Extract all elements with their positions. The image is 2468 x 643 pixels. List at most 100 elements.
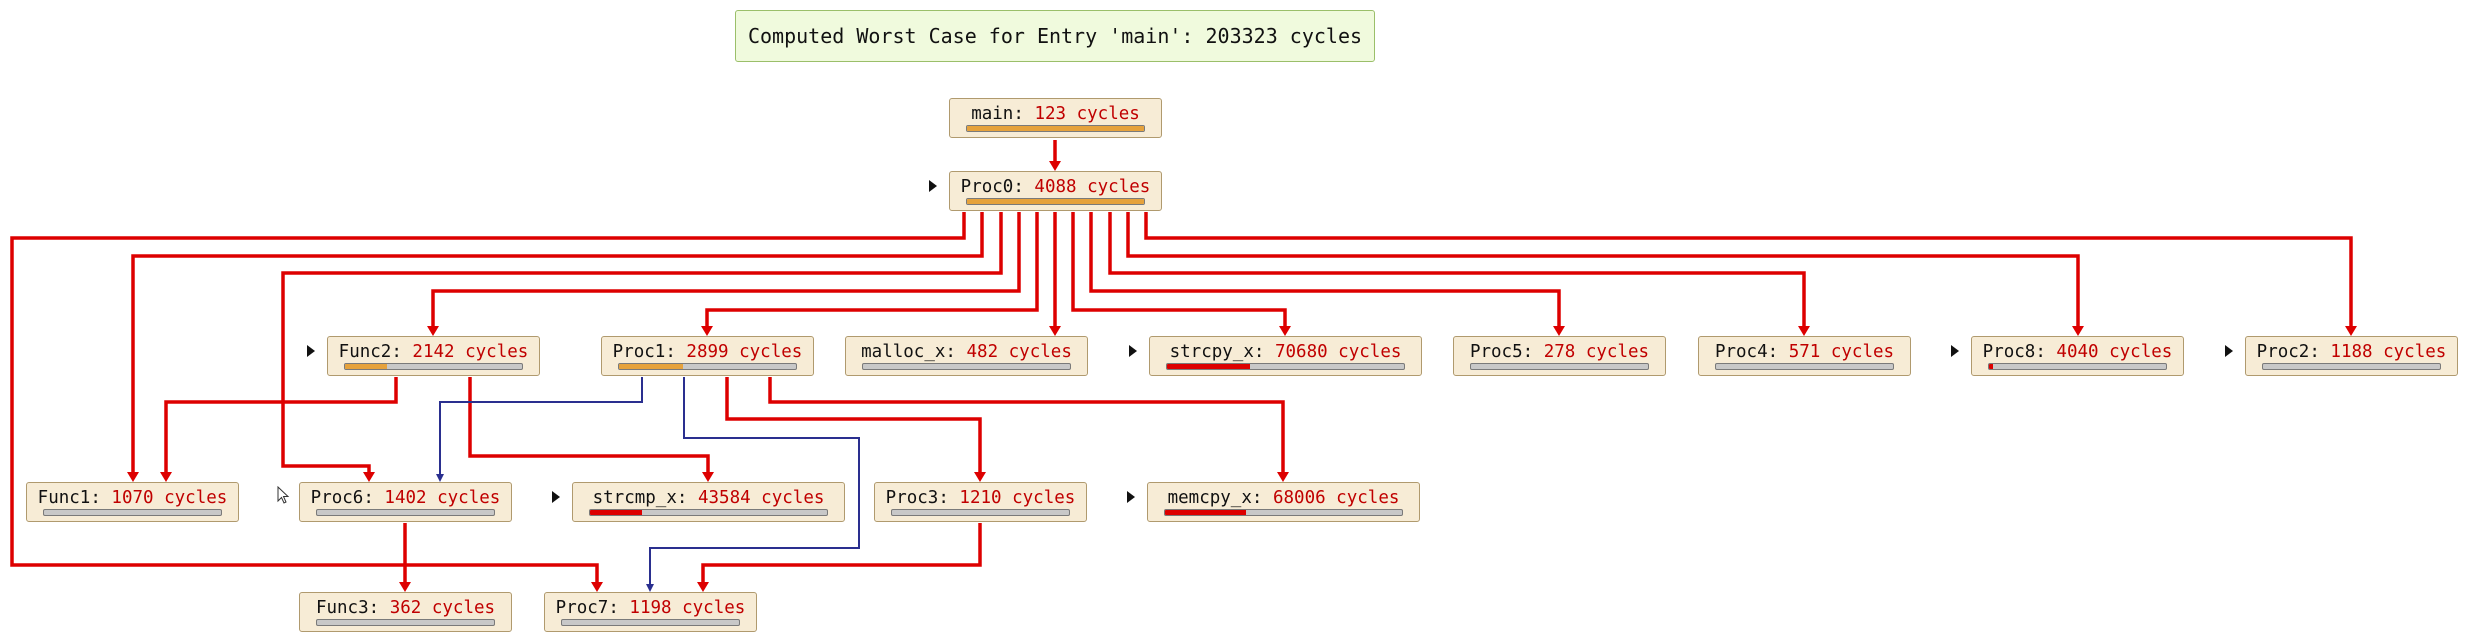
expand-arrow-icon[interactable]	[929, 180, 937, 192]
function-name: Proc4	[1714, 342, 1768, 362]
function-node-proc1[interactable]: Proc1: 2899 cycles	[601, 336, 814, 376]
expand-arrow-icon[interactable]	[552, 491, 560, 503]
function-node-proc7[interactable]: Proc7: 1198 cycles	[544, 592, 757, 632]
cost-share-fill	[967, 199, 1144, 204]
edge-arrowhead	[2072, 326, 2084, 336]
cycle-count: 1402 cycles	[384, 488, 501, 508]
cost-share-bar	[589, 509, 828, 516]
node-label: Proc3: 1210 cycles	[885, 488, 1076, 508]
cycle-count: 1198 cycles	[629, 598, 746, 618]
cycle-count: 482 cycles	[966, 342, 1072, 362]
cost-share-fill	[1167, 364, 1250, 369]
node-label: Proc5: 278 cycles	[1469, 342, 1650, 362]
node-label: Proc2: 1188 cycles	[2256, 342, 2447, 362]
cycle-count: 43584 cycles	[697, 488, 825, 508]
cost-share-fill	[345, 364, 388, 369]
function-node-memcpy_x[interactable]: memcpy_x: 68006 cycles	[1147, 482, 1420, 522]
cost-share-bar	[1715, 363, 1894, 370]
cost-share-bar	[1164, 509, 1403, 516]
call-edge	[431, 212, 1021, 326]
edge-arrowhead	[1553, 326, 1565, 336]
function-node-strcmp_x[interactable]: strcmp_x: 43584 cycles	[572, 482, 845, 522]
node-label: strcpy_x: 70680 cycles	[1169, 342, 1402, 362]
call-edge	[705, 212, 1039, 326]
edge-arrowhead	[160, 472, 172, 482]
function-name: Proc0	[960, 177, 1014, 197]
node-label: Proc6: 1402 cycles	[310, 488, 501, 508]
cost-share-bar	[862, 363, 1071, 370]
node-label: strcmp_x: 43584 cycles	[592, 488, 825, 508]
function-node-proc3[interactable]: Proc3: 1210 cycles	[874, 482, 1087, 522]
function-node-proc4[interactable]: Proc4: 571 cycles	[1698, 336, 1911, 376]
cycle-count: 1070 cycles	[111, 488, 228, 508]
function-node-proc5[interactable]: Proc5: 278 cycles	[1453, 336, 1666, 376]
cycle-count: 2899 cycles	[686, 342, 803, 362]
cost-share-bar	[561, 619, 740, 626]
function-name: Proc7	[555, 598, 609, 618]
cycle-count: 1188 cycles	[2330, 342, 2447, 362]
cycle-count: 571 cycles	[1788, 342, 1895, 362]
function-name: Func1	[37, 488, 91, 508]
edge-arrowhead	[1279, 326, 1291, 336]
expand-arrow-icon[interactable]	[1129, 345, 1137, 357]
cycle-count: 68006 cycles	[1272, 488, 1400, 508]
edge-arrowhead	[646, 584, 654, 592]
function-node-func2[interactable]: Func2: 2142 cycles	[327, 336, 540, 376]
cost-share-bar	[1166, 363, 1405, 370]
edge-arrowhead	[974, 472, 986, 482]
edge-arrowhead	[363, 472, 375, 482]
function-node-proc2[interactable]: Proc2: 1188 cycles	[2245, 336, 2458, 376]
cost-share-fill	[967, 126, 1144, 131]
cost-share-bar	[43, 509, 222, 516]
function-name: Proc6	[310, 488, 364, 508]
function-node-proc8[interactable]: Proc8: 4040 cycles	[1971, 336, 2184, 376]
node-label: Func3: 362 cycles	[315, 598, 496, 618]
function-name: memcpy_x	[1167, 488, 1252, 508]
call-edge	[1108, 212, 1806, 326]
cost-share-fill	[1989, 364, 1993, 369]
edge-arrowhead	[591, 582, 603, 592]
node-label: Proc4: 571 cycles	[1714, 342, 1895, 362]
function-node-proc6[interactable]: Proc6: 1402 cycles	[299, 482, 512, 522]
function-node-malloc_x[interactable]: malloc_x: 482 cycles	[845, 336, 1088, 376]
function-name: strcmp_x	[592, 488, 677, 508]
cost-share-bar	[316, 509, 495, 516]
cost-share-bar	[1470, 363, 1649, 370]
function-node-func3[interactable]: Func3: 362 cycles	[299, 592, 512, 632]
node-label: Func1: 1070 cycles	[37, 488, 228, 508]
edge-arrowhead	[2345, 326, 2357, 336]
edge-arrowhead	[427, 326, 439, 336]
cost-share-bar	[891, 509, 1070, 516]
cost-share-fill	[590, 510, 643, 515]
call-edge	[1126, 212, 2080, 326]
function-node-main[interactable]: main: 123 cycles	[949, 98, 1162, 138]
call-edge	[725, 377, 982, 472]
cost-share-bar	[966, 125, 1145, 132]
worst-case-text: Computed Worst Case for Entry 'main': 20…	[747, 24, 1363, 48]
expand-arrow-icon[interactable]	[1127, 491, 1135, 503]
expand-arrow-icon[interactable]	[2225, 345, 2233, 357]
edge-arrowhead	[436, 474, 444, 482]
edge-arrowhead	[399, 582, 411, 592]
expand-arrow-icon[interactable]	[307, 345, 315, 357]
cost-share-fill	[619, 364, 683, 369]
function-name: malloc_x	[861, 342, 946, 362]
call-edge	[768, 377, 1285, 472]
cycle-count: 123 cycles	[1034, 104, 1140, 124]
cost-share-bar	[316, 619, 495, 626]
expand-arrow-icon[interactable]	[1951, 345, 1959, 357]
call-edge	[1089, 212, 1561, 326]
function-name: Proc2	[2256, 342, 2310, 362]
node-label: Proc0: 4088 cycles	[960, 177, 1151, 197]
cycle-count: 1210 cycles	[959, 488, 1076, 508]
function-node-strcpy_x[interactable]: strcpy_x: 70680 cycles	[1149, 336, 1422, 376]
edge-arrowhead	[702, 472, 714, 482]
edge-arrowhead	[1049, 326, 1061, 336]
edge-arrowhead	[127, 472, 139, 482]
function-node-func1[interactable]: Func1: 1070 cycles	[26, 482, 239, 522]
cycle-count: 4088 cycles	[1034, 177, 1151, 197]
edge-arrowhead	[701, 326, 713, 336]
function-node-proc0[interactable]: Proc0: 4088 cycles	[949, 171, 1162, 211]
node-label: malloc_x: 482 cycles	[861, 342, 1072, 362]
